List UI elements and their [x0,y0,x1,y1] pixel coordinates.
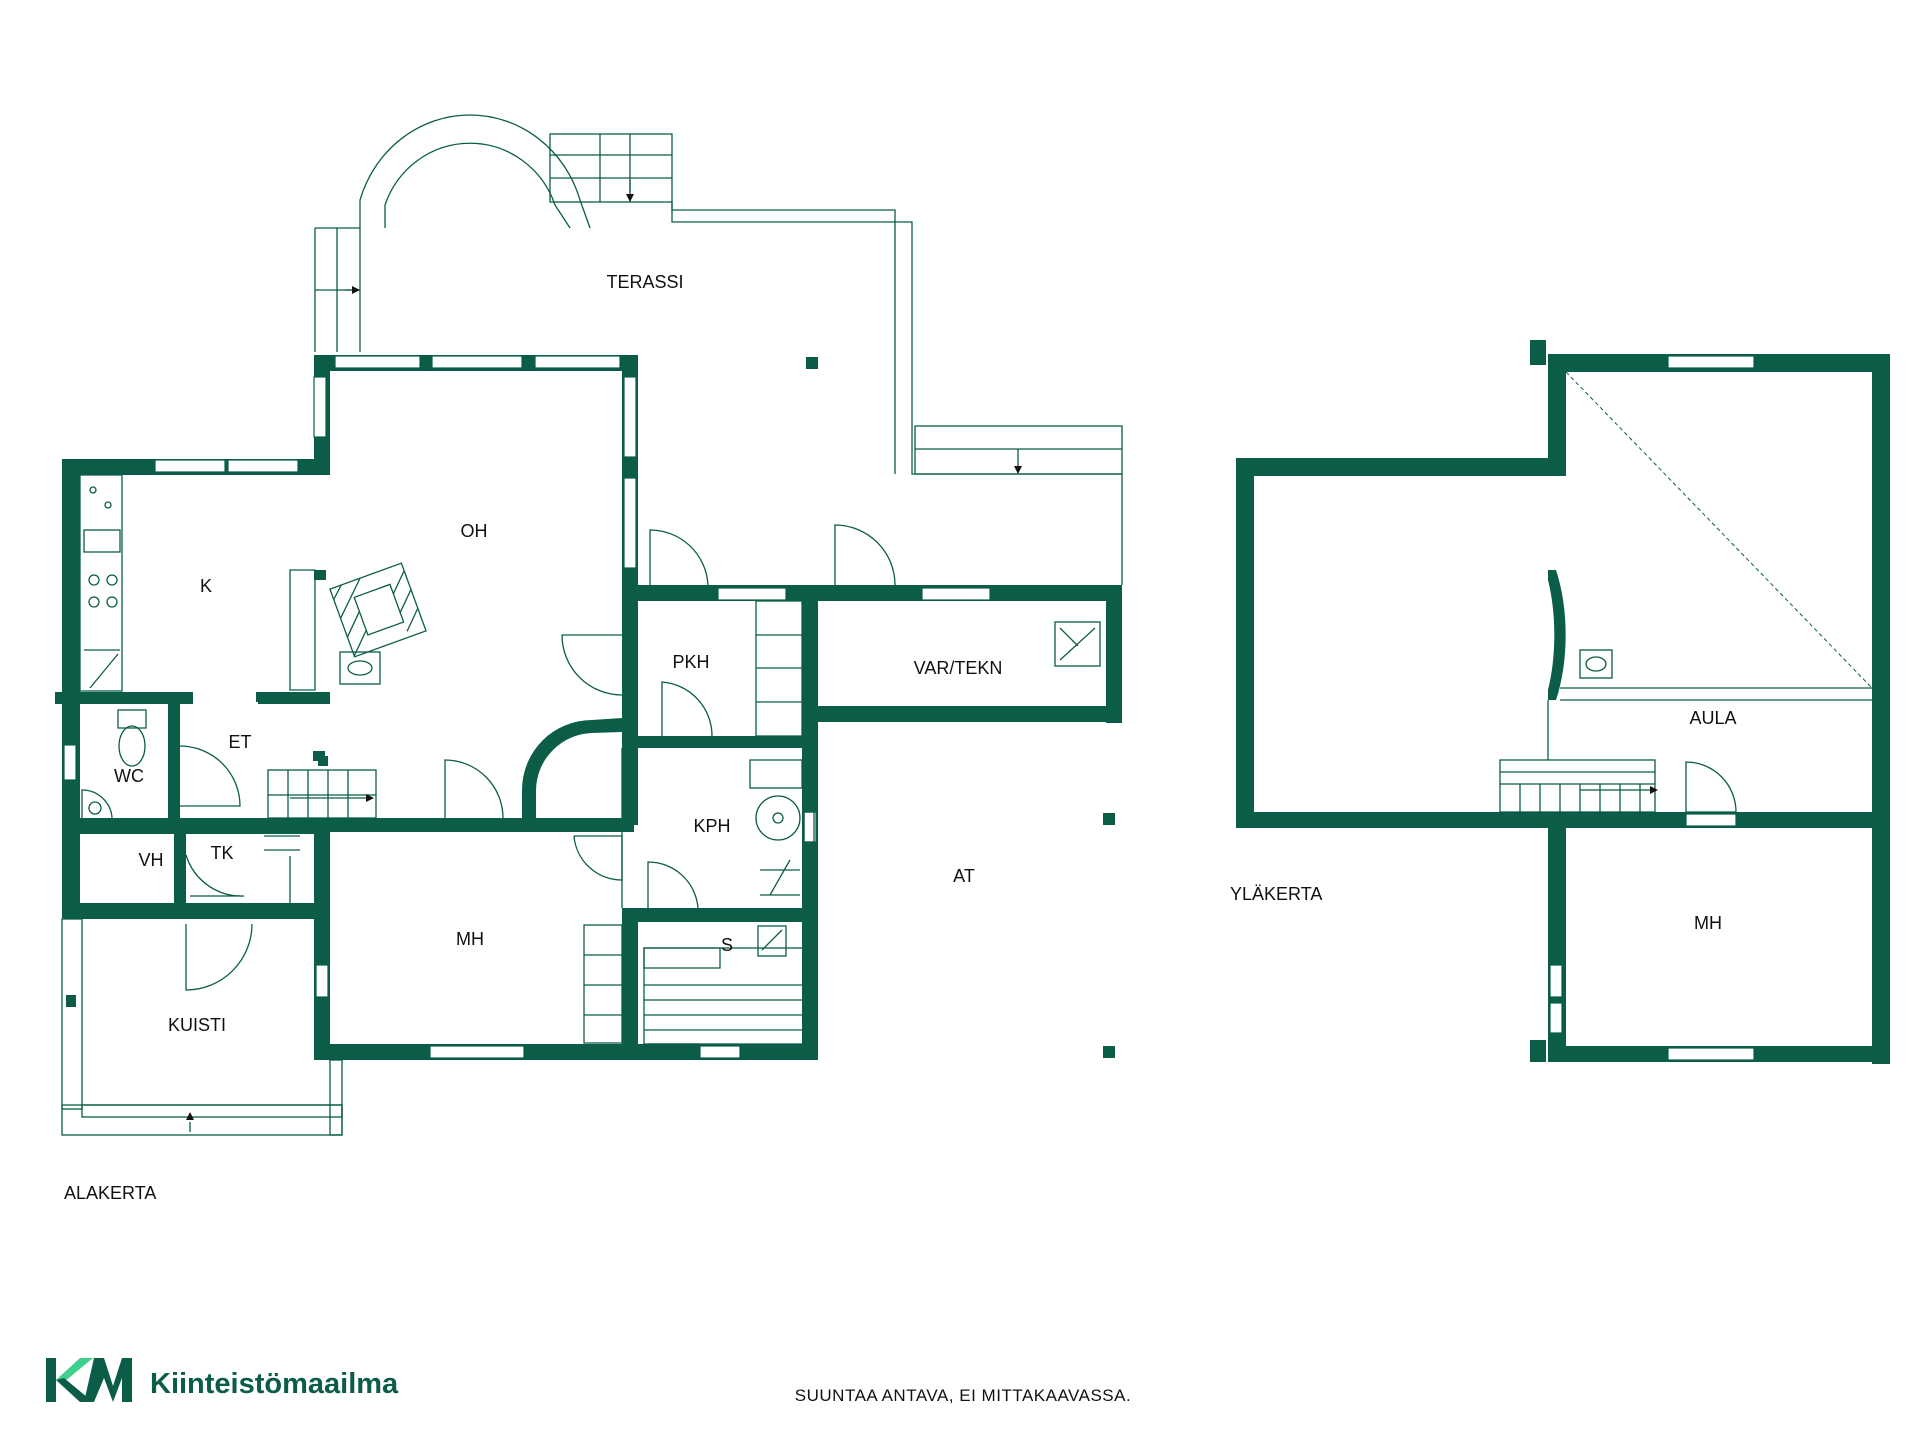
room-label-var-tekn: VAR/TEKN [914,658,1003,678]
floor-label-lower: ALAKERTA [64,1183,156,1203]
room-label-vh: VH [138,850,163,870]
room-label-mh-upper: MH [1694,913,1722,933]
room-label-k: K [200,576,212,596]
room-label-terassi: TERASSI [606,272,683,292]
kitchen-fixtures [61,474,1101,1136]
km-logo-icon [46,1358,132,1402]
brand-name: Kiinteistömaailma [150,1368,399,1400]
disclaimer-text: SUUNTAA ANTAVA, EI MITTAKAAVASSA. [795,1386,1131,1405]
upper-floor-windows [1549,355,1755,1061]
upper-floor-fixtures [1499,371,1873,827]
room-label-mh: MH [456,929,484,949]
upper-floor-walls [1236,340,1890,1064]
room-label-oh: OH [461,521,488,541]
room-label-aula: AULA [1689,708,1736,728]
floor-label-upper: YLÄKERTA [1230,884,1322,904]
room-label-at: AT [953,866,975,886]
room-label-tk: TK [210,843,233,863]
lower-floor-windows [63,355,991,1059]
room-label-s: S [721,935,733,955]
terrace-outline [314,114,1123,585]
lower-floor-doors [179,524,896,1045]
room-labels: TERASSI OH K ET WC VH TK KUISTI MH PKH K… [64,272,1737,1203]
room-label-pkh: PKH [672,652,709,672]
room-label-kuisti: KUISTI [168,1015,226,1035]
room-label-kph: KPH [693,816,730,836]
room-label-et: ET [228,732,251,752]
brand-logo: Kiinteistömaailma [46,1358,399,1402]
room-label-wc: WC [114,766,144,786]
